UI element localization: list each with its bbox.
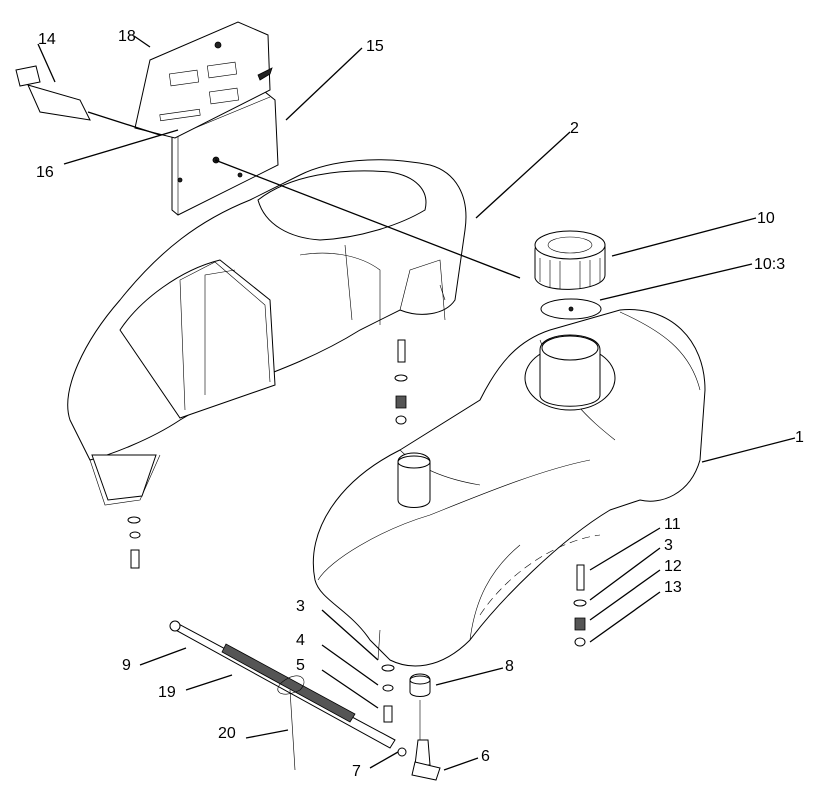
callout-9: 9 <box>122 657 131 674</box>
control-panel-plate <box>134 21 273 139</box>
throttle-cable <box>15 65 521 279</box>
tank-hardware-front <box>381 664 395 723</box>
callout-19: 19 <box>158 684 176 701</box>
callout-3-right: 3 <box>664 537 673 554</box>
callout-10: 10 <box>757 210 775 227</box>
cover-hardware-left <box>127 516 141 569</box>
callout-13: 13 <box>664 579 682 596</box>
callout-6: 6 <box>481 748 490 765</box>
callout-12: 12 <box>664 558 682 575</box>
leader-lines <box>37 35 796 771</box>
callout-2: 2 <box>570 120 579 137</box>
callout-11: 11 <box>664 516 681 533</box>
cap-gasket <box>540 298 602 320</box>
callout-10-3: 10:3 <box>754 256 785 273</box>
fuel-cap <box>534 230 606 290</box>
tank-hardware-right <box>573 564 587 647</box>
tank-cover <box>67 159 467 506</box>
callout-4: 4 <box>296 632 305 649</box>
fuel-line <box>169 620 396 771</box>
callout-14: 14 <box>38 31 56 48</box>
callout-15: 15 <box>366 38 384 55</box>
callout-3-front: 3 <box>296 598 305 615</box>
fuel-tank <box>312 309 706 667</box>
fuel-valve <box>397 673 441 781</box>
callout-8: 8 <box>505 658 514 675</box>
callout-5: 5 <box>296 657 305 674</box>
callout-7: 7 <box>352 763 361 780</box>
callout-labels: 1 2 10 10:3 15 18 14 16 11 3 12 13 3 4 5… <box>36 28 804 780</box>
cover-hardware-right <box>394 339 408 425</box>
callout-16: 16 <box>36 164 54 181</box>
callout-18: 18 <box>118 28 136 45</box>
callout-20: 20 <box>218 725 236 742</box>
callout-1: 1 <box>795 429 804 446</box>
